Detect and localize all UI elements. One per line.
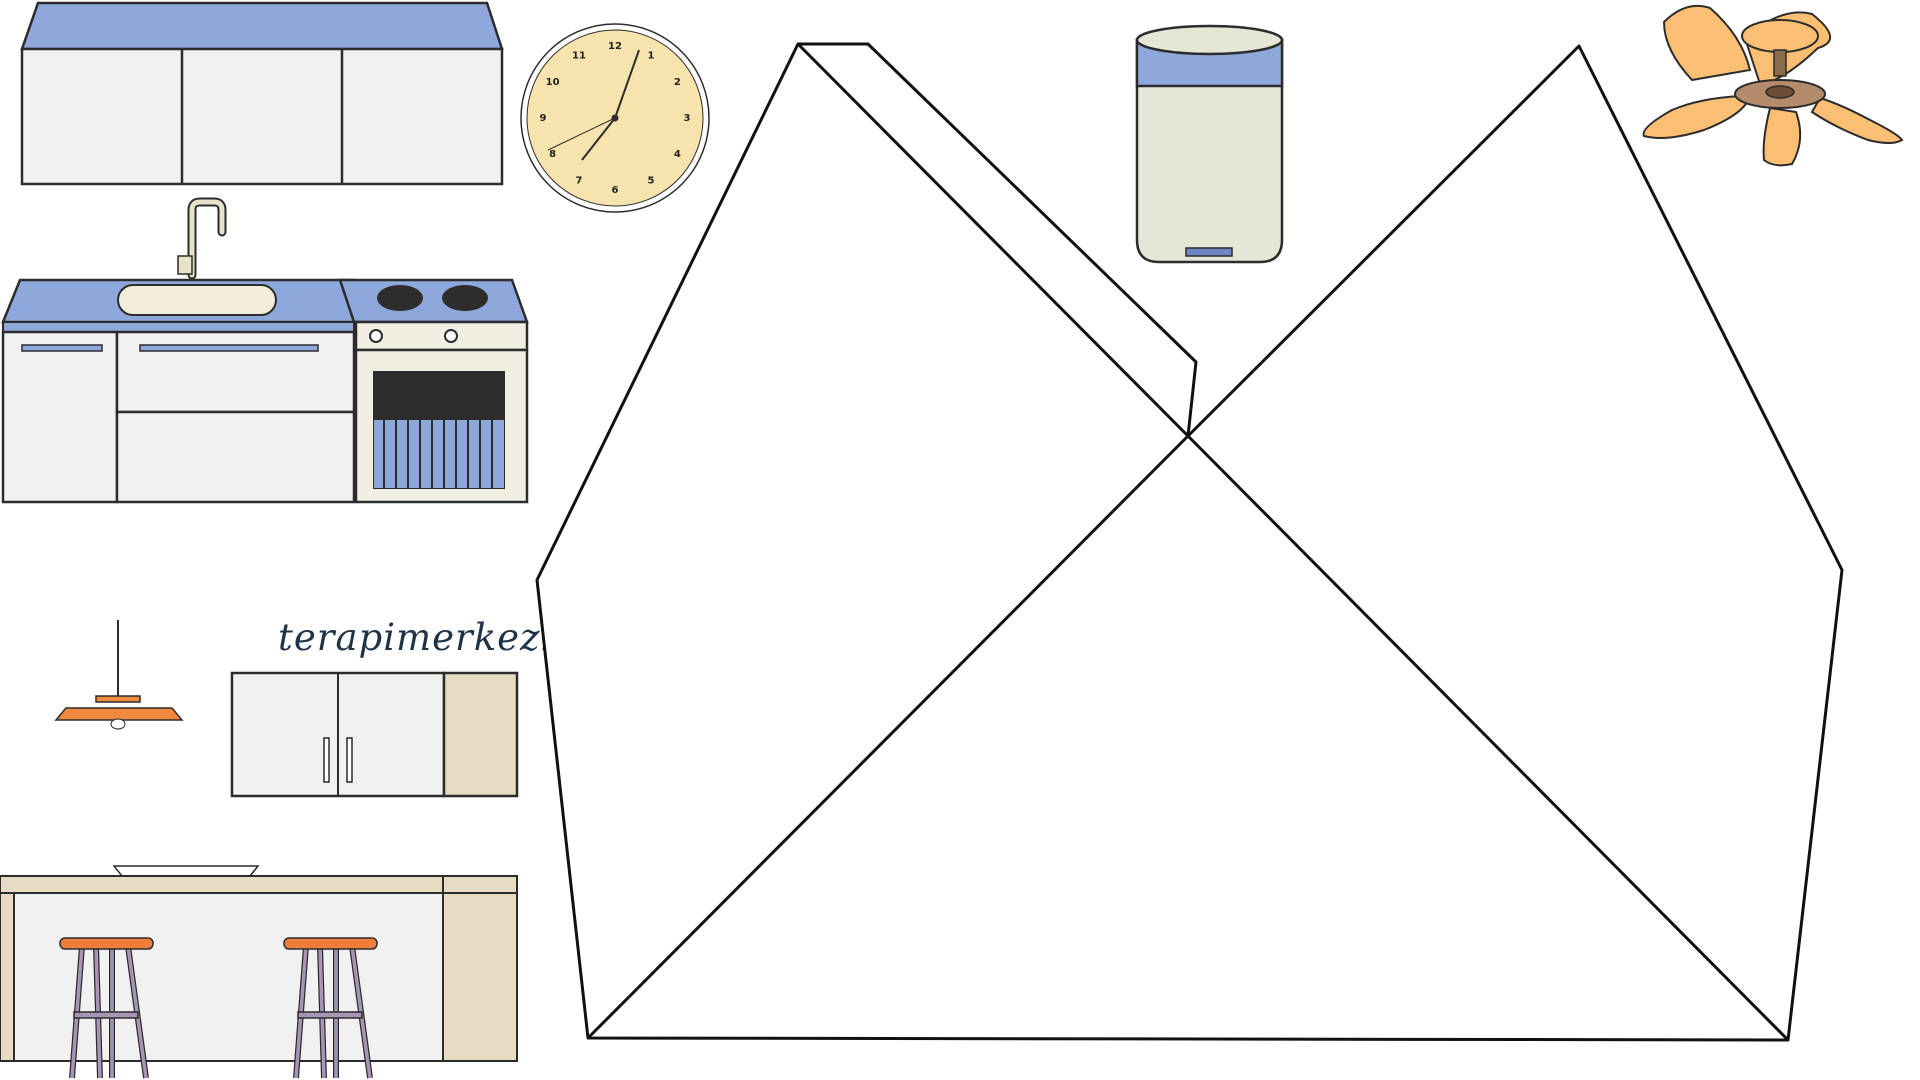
ceiling-fan-icon[interactable] (1642, 4, 1904, 167)
clock-numeral: 11 (572, 51, 586, 62)
clock-numeral: 4 (674, 149, 681, 160)
clock-numeral: 3 (684, 113, 691, 124)
brand-watermark: terapimerkezim (278, 616, 589, 659)
clock-numeral: 6 (612, 185, 619, 196)
trash-bin-icon[interactable] (1135, 24, 1284, 264)
clock-numeral: 2 (674, 77, 681, 88)
clock-numeral: 8 (549, 149, 556, 160)
house-outline-icon[interactable] (535, 42, 1844, 1042)
clock-numeral: 5 (648, 175, 655, 186)
kitchen-counter-icon[interactable] (1, 197, 529, 504)
bar-stool-icon (59, 937, 154, 1079)
clock-numeral: 10 (546, 77, 560, 88)
bar-stool-icon (283, 937, 378, 1079)
wall-cabinet-icon[interactable] (230, 671, 519, 798)
clock-numeral: 7 (576, 175, 583, 186)
pendant-lamp-icon[interactable] (54, 620, 184, 730)
clock-numeral: 1 (648, 51, 655, 62)
clock-numeral: 9 (540, 113, 547, 124)
clock-numeral: 12 (608, 41, 622, 52)
bar-island-icon[interactable] (0, 865, 518, 1079)
upper-cabinet-icon[interactable] (20, 1, 504, 186)
